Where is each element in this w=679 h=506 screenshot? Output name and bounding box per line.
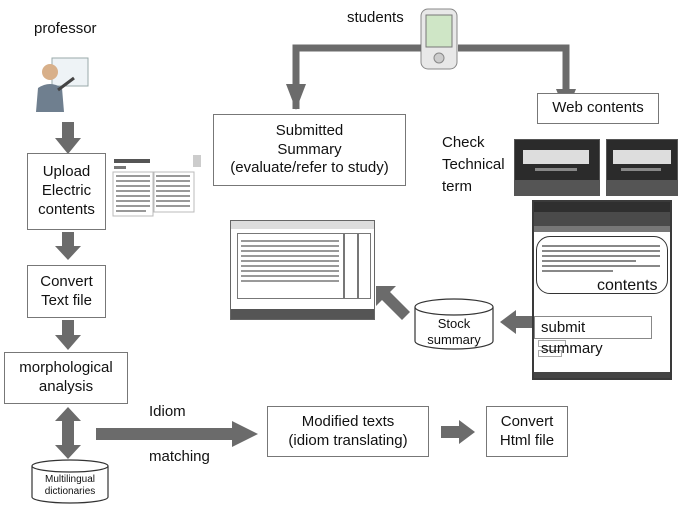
matching-arrow [96,421,258,447]
summary-table-screenshot [230,220,375,320]
web-contents-box: Web contents [537,93,659,124]
matching-label: matching [149,448,210,465]
phone-icon [419,8,459,70]
upload-down-arrow [55,232,81,260]
submit-to-stock-arrow [500,310,532,334]
dictionaries-label-1: Multilingual [44,474,96,485]
stock-label-1: Stock [437,316,471,331]
stock-to-table-arrow [376,286,410,320]
dictionaries-label-2: dictionaries [44,486,96,497]
convert-down-arrow [55,320,81,350]
professor-down-arrow [55,122,81,154]
dictionaries-cylinder: Multilingual dictionaries [31,459,109,504]
technical-term-screenshot-1 [514,139,600,196]
morph-dict-double-arrow [55,407,81,459]
submit-summary-field[interactable]: submit summary [534,316,652,357]
modified-to-html-arrow [441,420,475,444]
modified-texts-box: Modified texts(idiom translating) [267,406,429,457]
students-label: students [347,9,404,26]
stock-label-2: summary [427,331,481,347]
professor-icon [30,56,90,114]
stock-summary-cylinder: Stock summary [414,298,494,350]
contents-oval [536,236,668,294]
browser-window [532,200,672,380]
professor-label: professor [34,20,97,37]
technical-term-screenshot-2 [606,139,678,196]
idiom-label: Idiom [149,403,186,420]
document-thumbnail [112,153,204,223]
contents-label: contents [597,277,658,294]
